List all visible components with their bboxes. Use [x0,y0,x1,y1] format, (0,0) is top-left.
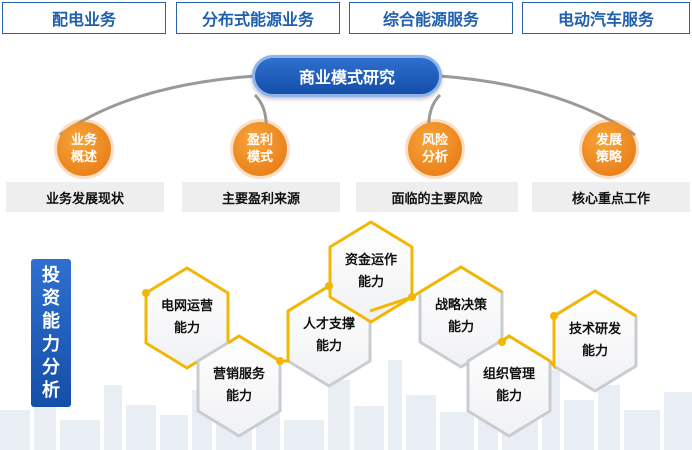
side-char: 能 [42,311,60,332]
hex-label-line-1: 营销服务 [212,367,265,382]
hex-label-organization: 组织管理 能力 [454,364,564,408]
joint-dot [276,357,284,365]
side-char: 析 [42,380,60,401]
side-char: 资 [42,288,60,309]
hex-label-line-1: 人才支撑 [302,317,355,332]
circle-line-2: 策略 [595,150,622,165]
circle-profit-model: 盈利 模式 [233,122,287,176]
bar-profit-source: 主要盈利来源 [182,182,340,212]
hex-joint-dots [142,282,558,365]
tab-integrated-energy[interactable]: 综合能源服务 [349,2,513,34]
circle-line-2: 概述 [70,150,97,165]
side-char: 力 [42,334,60,355]
hex-label-line-1: 组织管理 [482,367,535,382]
joint-dot [325,282,333,290]
hex-label-line-1: 资金运作 [344,253,397,268]
circle-line-1: 业务 [70,133,97,148]
joint-dot [498,338,506,346]
circle-risk-analysis: 风险 分析 [408,122,462,176]
hex-label-talent: 人才支撑 能力 [274,314,384,358]
circle-line-1: 风险 [421,133,448,148]
business-model-title: 商业模式研究 [252,55,442,97]
joint-dot [408,293,416,301]
hex-label-grid-operation: 电网运营 能力 [132,296,242,340]
tab-ev-service[interactable]: 电动汽车服务 [522,2,690,34]
circle-development-strategy: 发展 策略 [582,122,636,176]
hex-label-marketing: 营销服务 能力 [184,364,294,408]
hex-label-line-1: 战略决策 [434,298,487,313]
bar-business-status: 业务发展现状 [6,182,164,212]
hex-label-line-2: 能力 [315,339,342,354]
hex-label-finance: 资金运作 能力 [316,250,426,294]
side-char: 投 [42,265,60,286]
top-tab-row: 配电业务 分布式能源业务 综合能源服务 电动汽车服务 [0,0,692,40]
hex-label-line-2: 能力 [581,344,608,359]
hex-label-line-1: 电网运营 [160,299,213,314]
hex-label-line-2: 能力 [495,389,522,404]
hex-label-technology: 技术研发 能力 [540,319,650,363]
hex-label-line-2: 能力 [225,389,252,404]
bar-key-work: 核心重点工作 [532,182,690,212]
hex-label-line-2: 能力 [357,275,384,290]
circle-line-2: 模式 [246,150,273,165]
side-char: 分 [42,357,60,378]
circle-line-1: 发展 [595,133,622,148]
joint-dot [142,289,150,297]
joint-dot [550,312,558,320]
hex-label-line-2: 能力 [447,320,474,335]
tab-distribution[interactable]: 配电业务 [2,2,166,34]
bar-main-risks: 面临的主要风险 [356,182,518,212]
hex-label-line-2: 能力 [173,321,200,336]
circle-line-1: 盈利 [246,133,273,148]
tab-distributed-energy[interactable]: 分布式能源业务 [176,2,340,34]
hex-label-strategy: 战略决策 能力 [406,295,516,339]
circle-business-overview: 业务 概述 [57,122,111,176]
circle-line-2: 分析 [421,150,448,165]
hex-label-line-1: 技术研发 [568,322,621,337]
investment-capability-label: 投 资 能 力 分 析 [31,259,71,407]
